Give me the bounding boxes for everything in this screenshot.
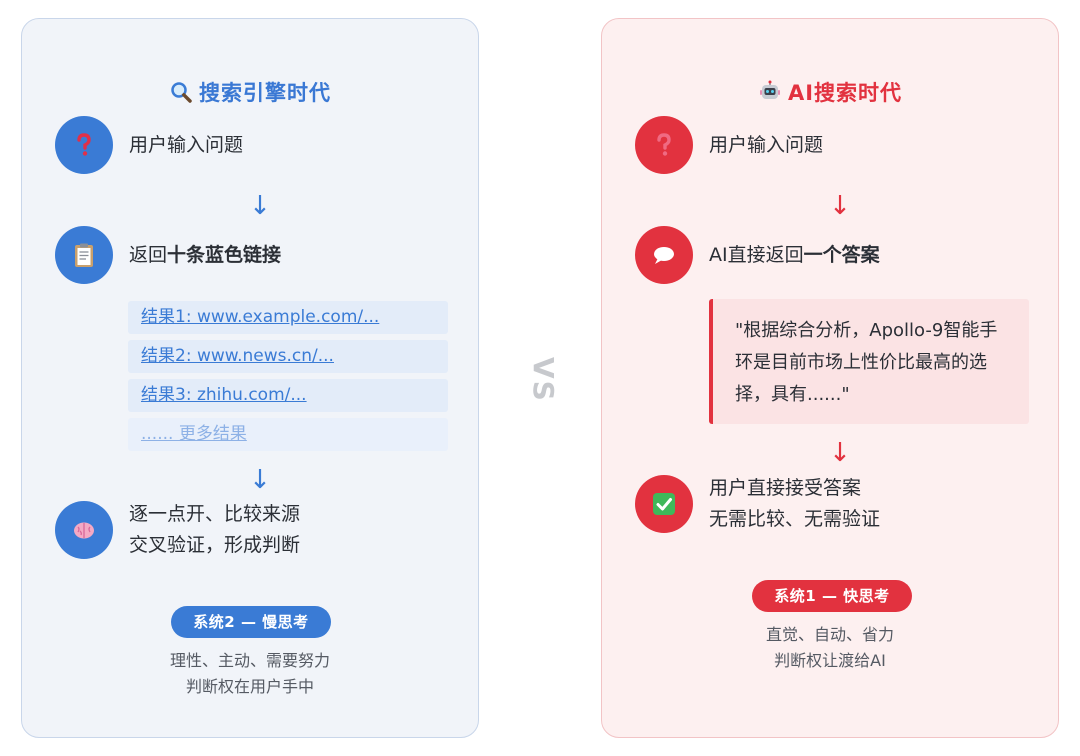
step-circle <box>55 501 113 559</box>
panel-title-text: 搜索引擎时代 <box>199 81 331 105</box>
step-return-links: 返回十条蓝色链接 <box>55 226 281 284</box>
ai-search-panel: AI搜索时代 用户输入问题 ↓ AI直接返回一个答案 "根据综合分析，Apoll… <box>601 18 1059 738</box>
vs-label: VS <box>527 357 560 403</box>
down-arrow: ↓ <box>829 438 851 468</box>
step-text: 用户输入问题 <box>129 133 244 156</box>
step-compare-sources: 逐一点开、比较来源 交叉验证，形成判断 <box>55 501 300 559</box>
result-link[interactable]: 结果1: www.example.com/... <box>128 301 448 334</box>
result-link[interactable]: 结果2: www.news.cn/... <box>128 340 448 373</box>
step-circle <box>55 226 113 284</box>
result-list: 结果1: www.example.com/... 结果2: www.news.c… <box>128 301 448 457</box>
magnifier-icon <box>171 82 192 103</box>
summary-note: 理性、主动、需要努力 判断权在用户手中 <box>22 648 478 700</box>
brain-icon <box>74 522 94 539</box>
ai-answer-quote: "根据综合分析，Apollo-9智能手环是目前市场上性价比最高的选择，具有...… <box>709 299 1029 424</box>
search-engine-panel: 搜索引擎时代 用户输入问题 ↓ 返回十条蓝色链接 结果1: www.exampl… <box>21 18 479 738</box>
step-accept-answer: 用户直接接受答案 无需比较、无需验证 <box>635 475 880 533</box>
step-text-prefix: 返回 <box>129 243 168 266</box>
note-line: 直觉、自动、省力 <box>765 625 894 644</box>
step-text-line: 逐一点开、比较来源 <box>129 503 301 525</box>
more-results-link[interactable]: ...... 更多结果 <box>128 418 448 451</box>
step-text-bold: 十条蓝色链接 <box>167 243 282 266</box>
panel-title: 搜索引擎时代 <box>22 77 478 107</box>
check-box-icon <box>653 493 675 515</box>
step-user-input: 用户输入问题 <box>635 116 823 174</box>
step-circle <box>635 116 693 174</box>
step-text-line: 无需比较、无需验证 <box>709 508 881 530</box>
step-text: 返回十条蓝色链接 <box>129 240 281 271</box>
speech-bubble-icon <box>654 247 674 264</box>
step-text-bold: 一个答案 <box>803 243 880 266</box>
note-line: 理性、主动、需要努力 <box>169 651 330 670</box>
note-line: 判断权让渡给AI <box>774 651 886 670</box>
step-text-line: 用户直接接受答案 <box>709 477 862 499</box>
step-text: 逐一点开、比较来源 交叉验证，形成判断 <box>129 499 300 561</box>
clipboard-icon <box>75 243 93 267</box>
summary-note: 直觉、自动、省力 判断权让渡给AI <box>602 622 1058 674</box>
panel-title: AI搜索时代 <box>602 77 1058 107</box>
step-circle <box>55 116 113 174</box>
robot-icon <box>759 80 780 99</box>
step-ai-answer: AI直接返回一个答案 <box>635 226 880 284</box>
step-circle <box>635 226 693 284</box>
down-arrow: ↓ <box>249 191 271 221</box>
step-text: 用户输入问题 <box>709 133 824 156</box>
step-circle <box>635 475 693 533</box>
down-arrow: ↓ <box>829 191 851 221</box>
step-text-line: 交叉验证，形成判断 <box>129 534 301 556</box>
note-line: 判断权在用户手中 <box>185 677 314 696</box>
result-link[interactable]: 结果3: zhihu.com/... <box>128 379 448 412</box>
step-user-input: 用户输入问题 <box>55 116 243 174</box>
down-arrow: ↓ <box>249 465 271 495</box>
question-mark-icon <box>77 133 91 156</box>
step-text: 用户直接接受答案 无需比较、无需验证 <box>709 473 880 535</box>
system2-badge: 系统2 — 慢思考 <box>171 606 331 638</box>
step-text: AI直接返回一个答案 <box>709 240 880 271</box>
system1-badge: 系统1 — 快思考 <box>752 580 912 612</box>
step-text-prefix: AI直接返回 <box>709 243 804 266</box>
question-mark-icon <box>657 133 671 156</box>
panel-title-text: AI搜索时代 <box>787 81 903 105</box>
